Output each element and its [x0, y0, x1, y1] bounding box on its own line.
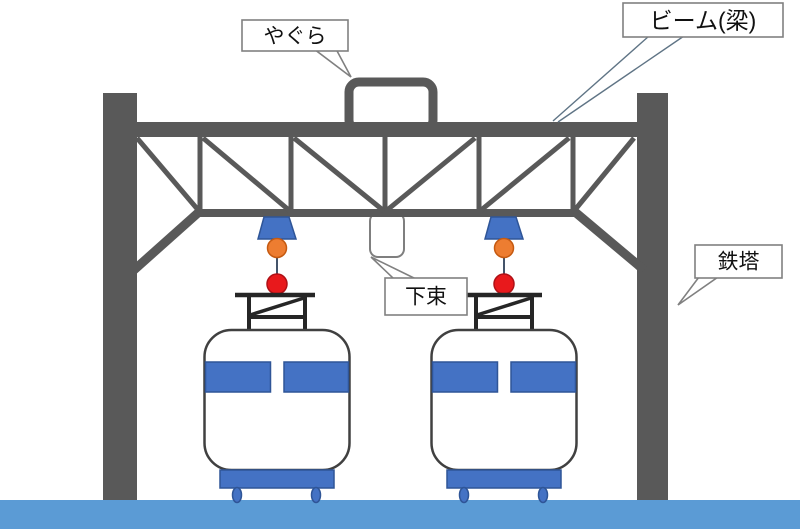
train-body [203, 328, 351, 472]
wheel [537, 486, 549, 504]
truss-diagonal [292, 136, 386, 213]
underframe [446, 469, 562, 489]
train-left [203, 292, 351, 504]
truss-diagonal [384, 136, 477, 213]
truss-diagonal [201, 136, 292, 213]
left-hanger-assembly [257, 216, 298, 295]
callout-box [622, 2, 784, 38]
pantograph [462, 292, 542, 332]
wire-red-marker [266, 273, 288, 295]
right-tower-post [637, 93, 668, 500]
ground-strip [0, 500, 800, 529]
callout-box [241, 19, 349, 52]
window-band-right [510, 361, 577, 393]
callout-lower-strut: 下束 [370, 256, 468, 316]
insulator-trapezoid [484, 216, 525, 240]
callout-box [694, 244, 783, 279]
leader-line [557, 35, 685, 123]
wheel [310, 486, 322, 504]
callout-tail [311, 48, 352, 78]
wheel [458, 486, 470, 504]
wire-red-marker [493, 273, 515, 295]
window-band-left [431, 361, 499, 393]
pantograph-diagonal [249, 296, 305, 317]
window-band-left [204, 361, 272, 393]
insulator-orange-ball [493, 237, 515, 259]
right-knee-brace [572, 208, 647, 274]
underframe [219, 469, 335, 489]
truss-diagonal [135, 136, 201, 213]
left-tower-post [103, 93, 137, 500]
train-right [430, 292, 578, 504]
beam-top-chord [103, 122, 668, 137]
insulator-trapezoid [257, 216, 298, 240]
truss-diagonal [572, 136, 636, 213]
callout-beam: ビーム(梁) [552, 2, 784, 123]
callout-tail [370, 256, 417, 280]
callout-label-beam: ビーム(梁) [650, 8, 757, 34]
left-knee-brace [131, 208, 202, 274]
pantograph [235, 292, 315, 332]
callout-tail [677, 276, 721, 306]
truss [131, 136, 647, 274]
leader-line [552, 35, 650, 122]
callout-label-tower: 鉄塔 [718, 251, 760, 274]
insulator-orange-ball [266, 237, 288, 259]
pantograph-diagonal [476, 296, 532, 317]
callout-tower: 鉄塔 [677, 244, 783, 306]
right-hanger-assembly [484, 216, 525, 295]
wheel [231, 486, 243, 504]
callout-label-yagura: やぐら [264, 25, 327, 48]
lower-strut-box [369, 212, 405, 258]
callout-yagura: やぐら [241, 19, 352, 78]
window-band-right [283, 361, 350, 393]
train-body [430, 328, 578, 472]
callout-box [384, 277, 468, 316]
callout-label-lower-strut: 下束 [405, 286, 447, 309]
truss-diagonal [478, 136, 571, 213]
